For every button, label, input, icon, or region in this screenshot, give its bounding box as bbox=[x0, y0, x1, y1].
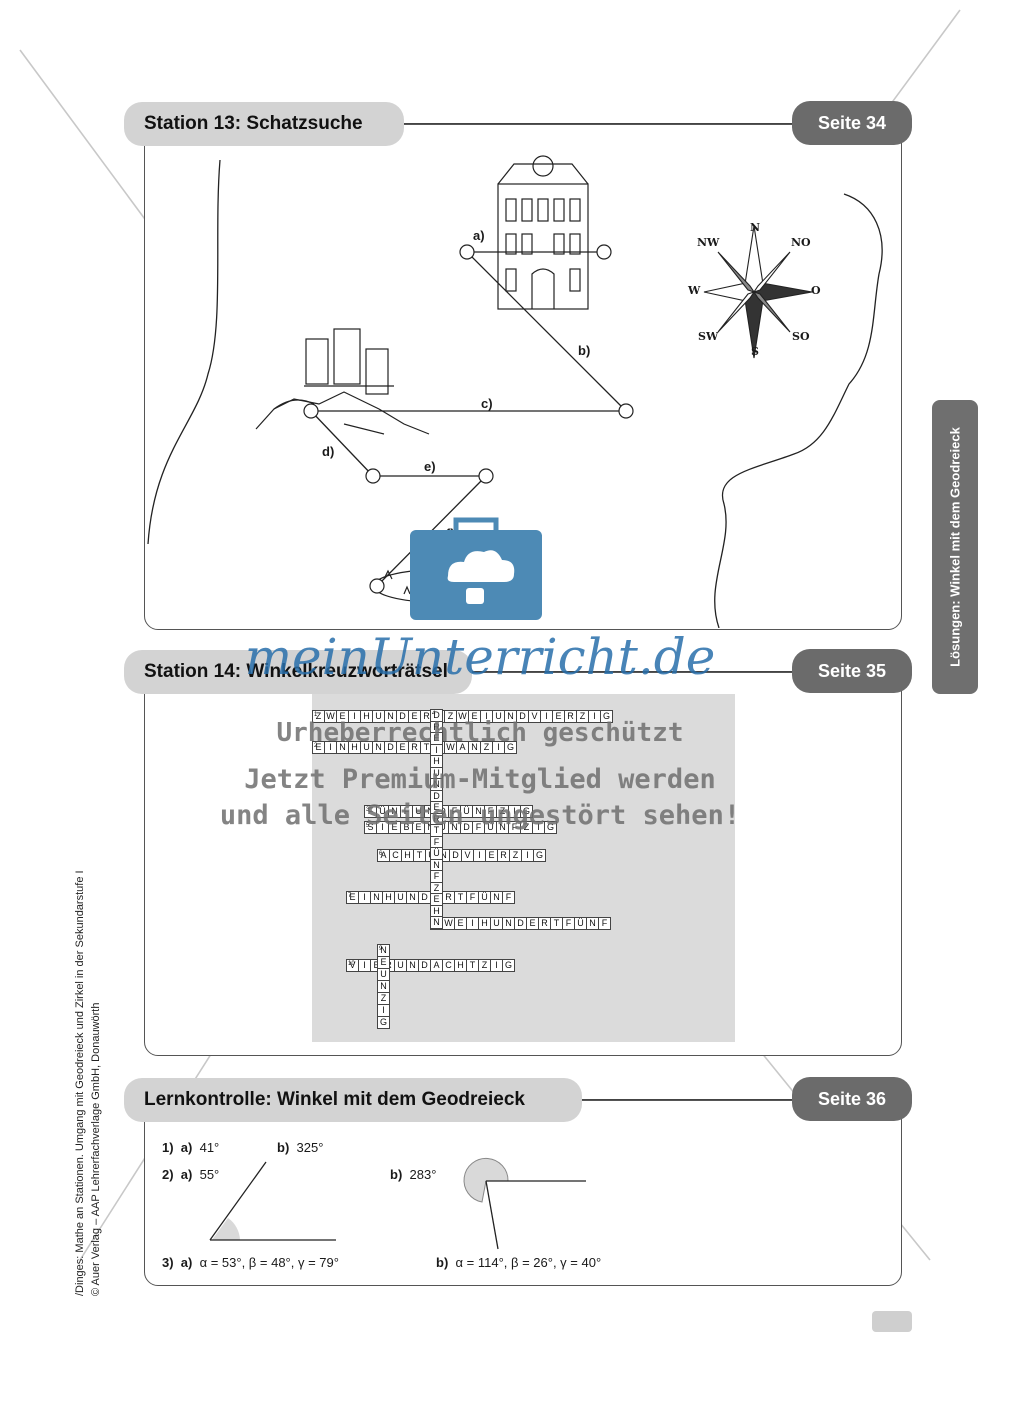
station-14-page: Seite 35 bbox=[792, 649, 912, 693]
answer-2b: b) 283° bbox=[390, 1167, 437, 1182]
header-rule bbox=[582, 1099, 796, 1100]
crossword-row-10: 10VIERUNDACHTZIG bbox=[346, 959, 515, 972]
compass-o: O bbox=[811, 284, 821, 297]
side-tab: Lösungen: Winkel mit dem Geodreieck bbox=[932, 400, 978, 694]
route-label-d: d) bbox=[322, 444, 335, 459]
crossword-cell: D bbox=[418, 891, 431, 904]
credit-line-2: © Auer Verlag – AAP Lehrerfachverlage Gm… bbox=[90, 1002, 102, 1296]
crossword-cell: Ü bbox=[484, 821, 497, 834]
crossword-cell: Ü bbox=[478, 891, 491, 904]
castle-on-hill bbox=[255, 328, 430, 435]
watermark-brand: meinUnterricht.de bbox=[244, 628, 716, 686]
watermark-line-1: Urheberrechtlich geschützt bbox=[276, 718, 684, 748]
briefcase-cloud-icon bbox=[410, 517, 542, 620]
answer-3: 3) a) α = 53°, β = 48°, γ = 79° bbox=[162, 1255, 339, 1270]
lernkontrolle-page: Seite 36 bbox=[792, 1077, 912, 1121]
route-points bbox=[303, 244, 634, 594]
crossword-cell: G bbox=[533, 849, 546, 862]
station-13-title: Station 13: Schatzsuche bbox=[124, 102, 404, 146]
crossword-cell: I bbox=[466, 917, 479, 930]
compass-nw: NW bbox=[697, 236, 720, 249]
town-hall bbox=[497, 155, 589, 310]
crossword-cell: R bbox=[408, 741, 421, 754]
crossword-cell: E bbox=[430, 801, 443, 814]
crossword-row-3: 3FÜNFUNDFÜNFZIG bbox=[364, 805, 533, 818]
crossword-cell: C bbox=[389, 849, 402, 862]
watermark-line-2: Jetzt Premium-Mitglied werden bbox=[244, 764, 716, 795]
crossword-cell: F bbox=[502, 891, 515, 904]
route-label-e: e) bbox=[424, 459, 436, 474]
page-number-box bbox=[872, 1311, 912, 1332]
answer-1: 1) a) 41° bbox=[162, 1140, 220, 1155]
crossword-cell: G bbox=[600, 710, 613, 723]
compass-n: N bbox=[750, 221, 761, 234]
route-label-a: a) bbox=[473, 228, 485, 243]
treasure-map bbox=[147, 155, 883, 628]
crossword-cell: R bbox=[497, 849, 510, 862]
crossword-cell: F bbox=[472, 821, 485, 834]
station-13-page: Seite 34 bbox=[792, 101, 912, 145]
crossword-cell: C bbox=[442, 959, 455, 972]
credit-line-1: /Dinges: Mathe an Stationen. Umgang mit … bbox=[74, 870, 86, 1296]
crossword-cell: T bbox=[454, 891, 467, 904]
crossword-cell: N bbox=[336, 741, 349, 754]
crossword-row-1: 1ZWEIHUNDERTZWEIUNDVIERZIG bbox=[312, 710, 613, 723]
crossword-cell: F bbox=[598, 917, 611, 930]
crossword-cell: H bbox=[430, 755, 443, 768]
compass-rose bbox=[703, 225, 813, 359]
crossword-cell: D bbox=[418, 959, 431, 972]
crossword-cell: Z bbox=[444, 710, 457, 723]
station-14-title: Station 14: Winkelkreuzworträtsel bbox=[124, 650, 472, 694]
compass-s: S bbox=[751, 345, 759, 358]
compass-sw: SW bbox=[698, 330, 719, 343]
answer-1b: b) 325° bbox=[277, 1140, 324, 1155]
header-rule bbox=[404, 123, 796, 124]
crossword-row-6: 6ACHTUNDVIERZIG bbox=[377, 849, 546, 862]
crossword-row-2: 2EINHUNDERTZWANZIG bbox=[312, 741, 517, 754]
lernkontrolle-title: Lernkontrolle: Winkel mit dem Geodreieck bbox=[124, 1078, 582, 1122]
compass-w: W bbox=[688, 284, 701, 297]
crossword-cell: G bbox=[502, 959, 515, 972]
compass-so: SO bbox=[792, 330, 810, 343]
crossword-cell: N bbox=[377, 980, 390, 993]
crossword-cell: Z bbox=[478, 959, 491, 972]
header-rule bbox=[472, 671, 796, 672]
answer-2: 2) a) 55° bbox=[162, 1167, 220, 1182]
angle-55-drawing bbox=[209, 1161, 336, 1241]
crossword-cell: R bbox=[420, 710, 433, 723]
watermark-line-3: und alle Seiten ungestört sehen! bbox=[219, 800, 741, 831]
crossword-cell: E bbox=[336, 710, 349, 723]
crossword-row-8: 8ZWEIHUNDERTFÜNF bbox=[430, 917, 611, 930]
side-tab-label: Lösungen: Winkel mit dem Geodreieck bbox=[947, 427, 963, 667]
crossword-cell: U bbox=[394, 891, 407, 904]
crossword-cell: G bbox=[544, 821, 557, 834]
crossword-cell: G bbox=[504, 741, 517, 754]
answer-3b: b) α = 114°, β = 26°, γ = 40° bbox=[436, 1255, 602, 1270]
route-label-c: c) bbox=[481, 396, 493, 411]
angle-283-drawing bbox=[463, 1157, 586, 1250]
crossword-cell: H bbox=[401, 849, 414, 862]
route-label-b: b) bbox=[578, 343, 591, 358]
crossword-cell: N bbox=[430, 916, 443, 929]
compass-no: NO bbox=[791, 236, 811, 249]
crossword-cell: G bbox=[377, 1016, 390, 1029]
crossword-cell: G bbox=[520, 805, 533, 818]
crossword-cell: T bbox=[430, 824, 443, 837]
crossword-cell: I bbox=[521, 849, 534, 862]
